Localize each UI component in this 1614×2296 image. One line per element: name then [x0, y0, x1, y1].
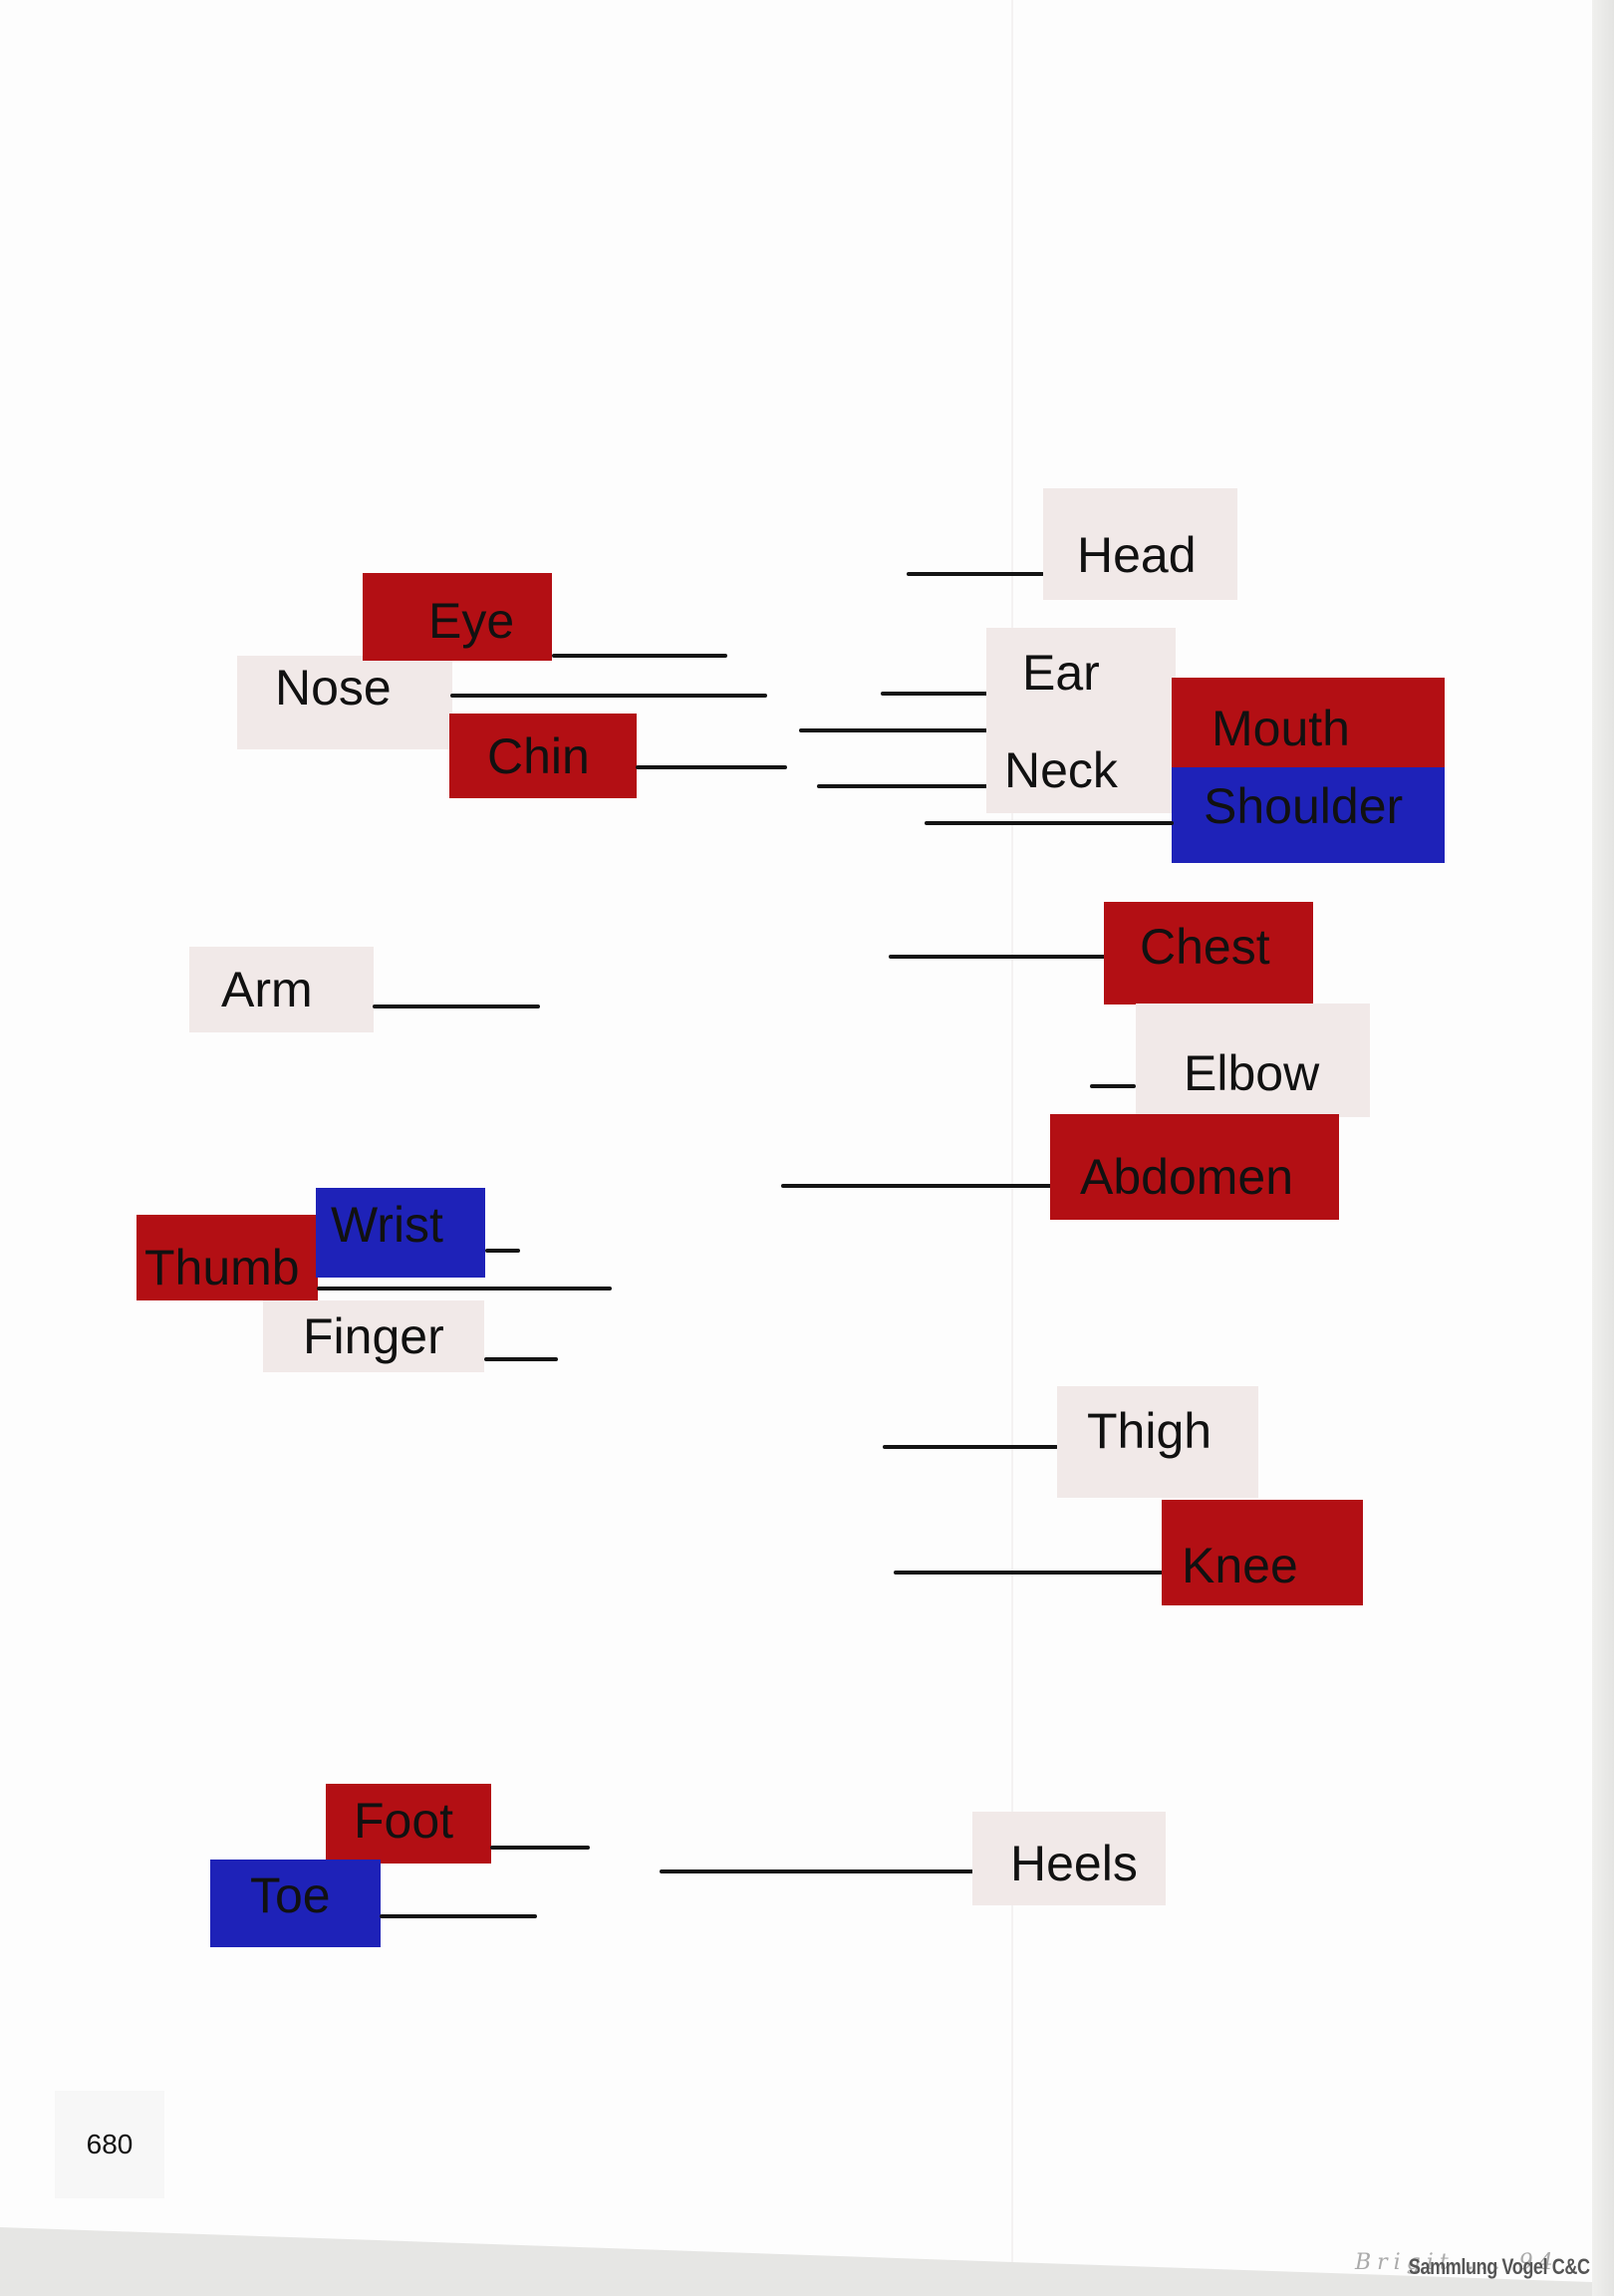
label-heels: Heels: [972, 1812, 1166, 1905]
arm-line: [373, 1004, 540, 1008]
label-mouth-text: Mouth: [1211, 701, 1350, 756]
chin-line: [636, 765, 787, 769]
heels-line: [660, 1869, 974, 1873]
label-arm: Arm: [189, 947, 374, 1032]
neck-line: [817, 784, 988, 788]
label-nose: Nose: [237, 656, 452, 749]
foot-line: [490, 1846, 590, 1850]
label-ear-text: Ear: [1022, 645, 1100, 701]
ear-line: [881, 692, 988, 696]
label-elbow: Elbow: [1136, 1004, 1370, 1117]
label-foot-text: Foot: [354, 1793, 454, 1849]
label-thumb-text: Thumb: [144, 1240, 300, 1295]
elbow-line: [1090, 1084, 1136, 1088]
label-ear-neck: Ear Neck: [986, 628, 1176, 813]
label-chin-text: Chin: [487, 727, 590, 784]
thumb-line: [317, 1287, 612, 1291]
ear-line-2: [799, 728, 988, 732]
label-thigh-text: Thigh: [1087, 1403, 1212, 1459]
eye-line: [552, 654, 727, 658]
head-line: [907, 572, 1044, 576]
label-shoulder-text: Shoulder: [1204, 778, 1404, 834]
paper-fold: [1011, 0, 1013, 2262]
label-wrist-text: Wrist: [331, 1197, 443, 1253]
knee-line: [894, 1571, 1163, 1575]
label-nose-text: Nose: [275, 660, 392, 716]
artist-signature: Brigit ... 94: [1355, 2250, 1559, 2275]
label-heels-text: Heels: [1010, 1836, 1138, 1891]
page-number-box: 680: [55, 2091, 164, 2198]
label-knee-text: Knee: [1182, 1538, 1298, 1593]
toe-line: [380, 1914, 537, 1918]
label-abdomen: Abdomen: [1050, 1114, 1339, 1220]
label-toe-text: Toe: [250, 1867, 331, 1923]
thigh-line: [883, 1445, 1058, 1449]
label-eye: Eye: [363, 573, 552, 661]
label-toe: Toe: [210, 1860, 381, 1947]
finger-line: [484, 1357, 558, 1361]
label-head-text: Head: [1077, 527, 1197, 583]
label-chest: Chest: [1104, 902, 1313, 1004]
label-thumb: Thumb: [136, 1215, 318, 1300]
label-chin: Chin: [449, 714, 637, 798]
label-elbow-text: Elbow: [1184, 1045, 1320, 1101]
wrist-line: [485, 1249, 520, 1253]
label-finger-text: Finger: [303, 1308, 444, 1364]
abdomen-line: [781, 1184, 1052, 1188]
page-number: 680: [86, 2129, 134, 2159]
label-shoulder: Shoulder: [1172, 767, 1445, 863]
collection-stamp: Sammlung Vogel C&C: [1409, 2254, 1590, 2279]
label-foot: Foot: [326, 1784, 491, 1864]
label-head: Head: [1043, 488, 1237, 600]
nose-line: [450, 694, 767, 698]
label-finger: Finger: [263, 1300, 484, 1372]
shoulder-line: [925, 821, 1174, 825]
label-abdomen-text: Abdomen: [1080, 1149, 1294, 1205]
label-chest-text: Chest: [1140, 918, 1270, 975]
chest-line: [889, 955, 1106, 959]
label-arm-text: Arm: [221, 962, 313, 1017]
label-thigh: Thigh: [1057, 1386, 1258, 1498]
label-mouth: Mouth: [1172, 678, 1445, 767]
label-eye-text: Eye: [428, 593, 515, 649]
sheet-edge: [1592, 0, 1614, 2296]
label-knee: Knee: [1162, 1500, 1363, 1605]
label-wrist: Wrist: [316, 1188, 485, 1278]
label-neck-text: Neck: [1004, 742, 1118, 798]
